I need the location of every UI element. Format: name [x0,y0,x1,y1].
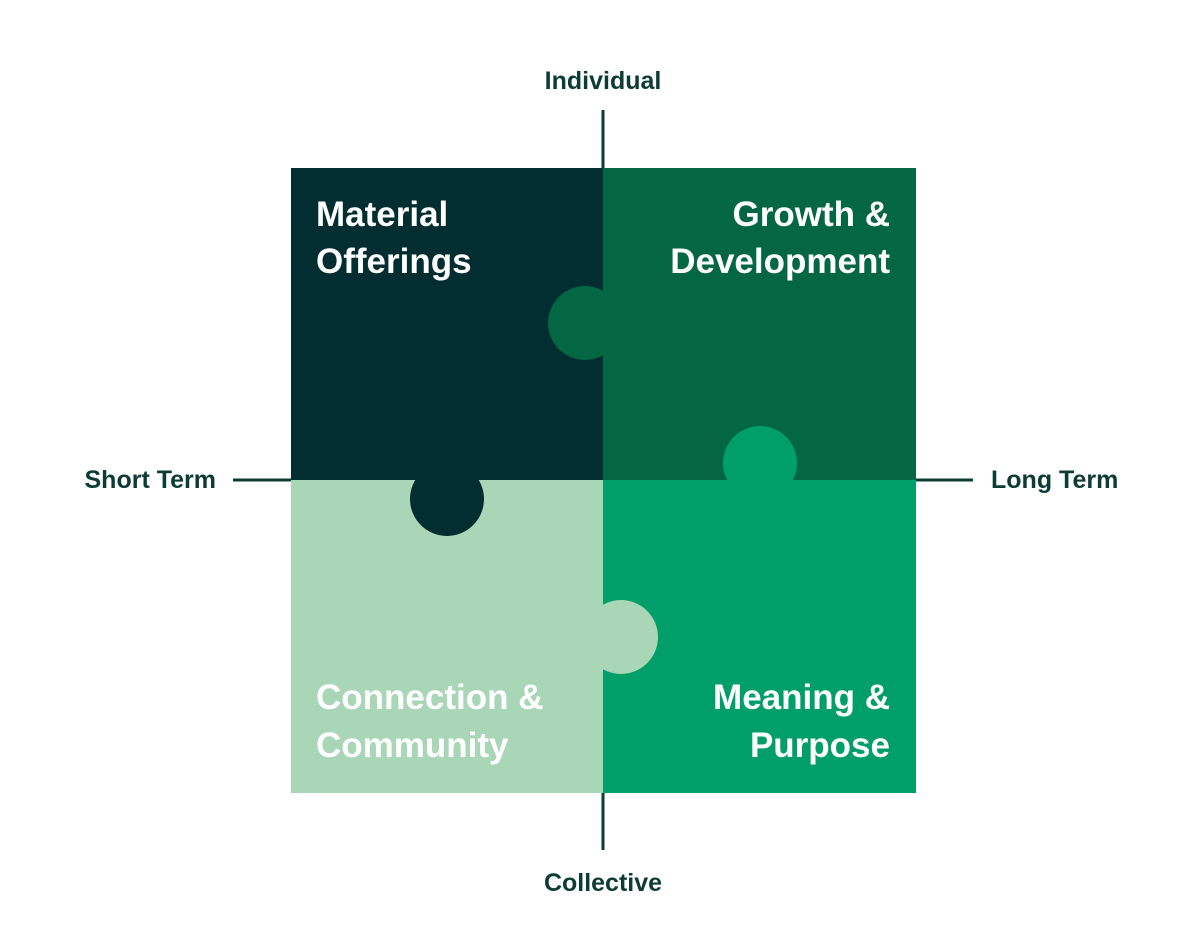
quadrant-title-growth-line1: Growth & [733,195,890,234]
axis-label-individual: Individual [545,67,662,95]
quadrant-title-growth-line2: Development [670,242,890,281]
axis-label-collective: Collective [544,869,662,897]
quadrant-title-connection-line2: Community [316,726,509,765]
quadrant-title-material-line2: Offerings [316,242,472,281]
quadrant-title-connection-line1: Connection & [316,678,543,717]
axis-label-long-term: Long Term [991,466,1118,494]
quadrant-title-meaning-line1: Meaning & [713,678,890,717]
puzzle-knob-growth-into-material [548,286,622,360]
puzzle-knob-material-into-connection [410,462,484,536]
axis-label-short-term: Short Term [85,466,217,494]
quadrant-title-material-line1: Material [316,195,448,234]
quadrant-title-meaning-line2: Purpose [750,726,890,765]
puzzle-knob-meaning-into-growth [723,426,797,500]
puzzle-knob-connection-into-meaning [584,600,658,674]
